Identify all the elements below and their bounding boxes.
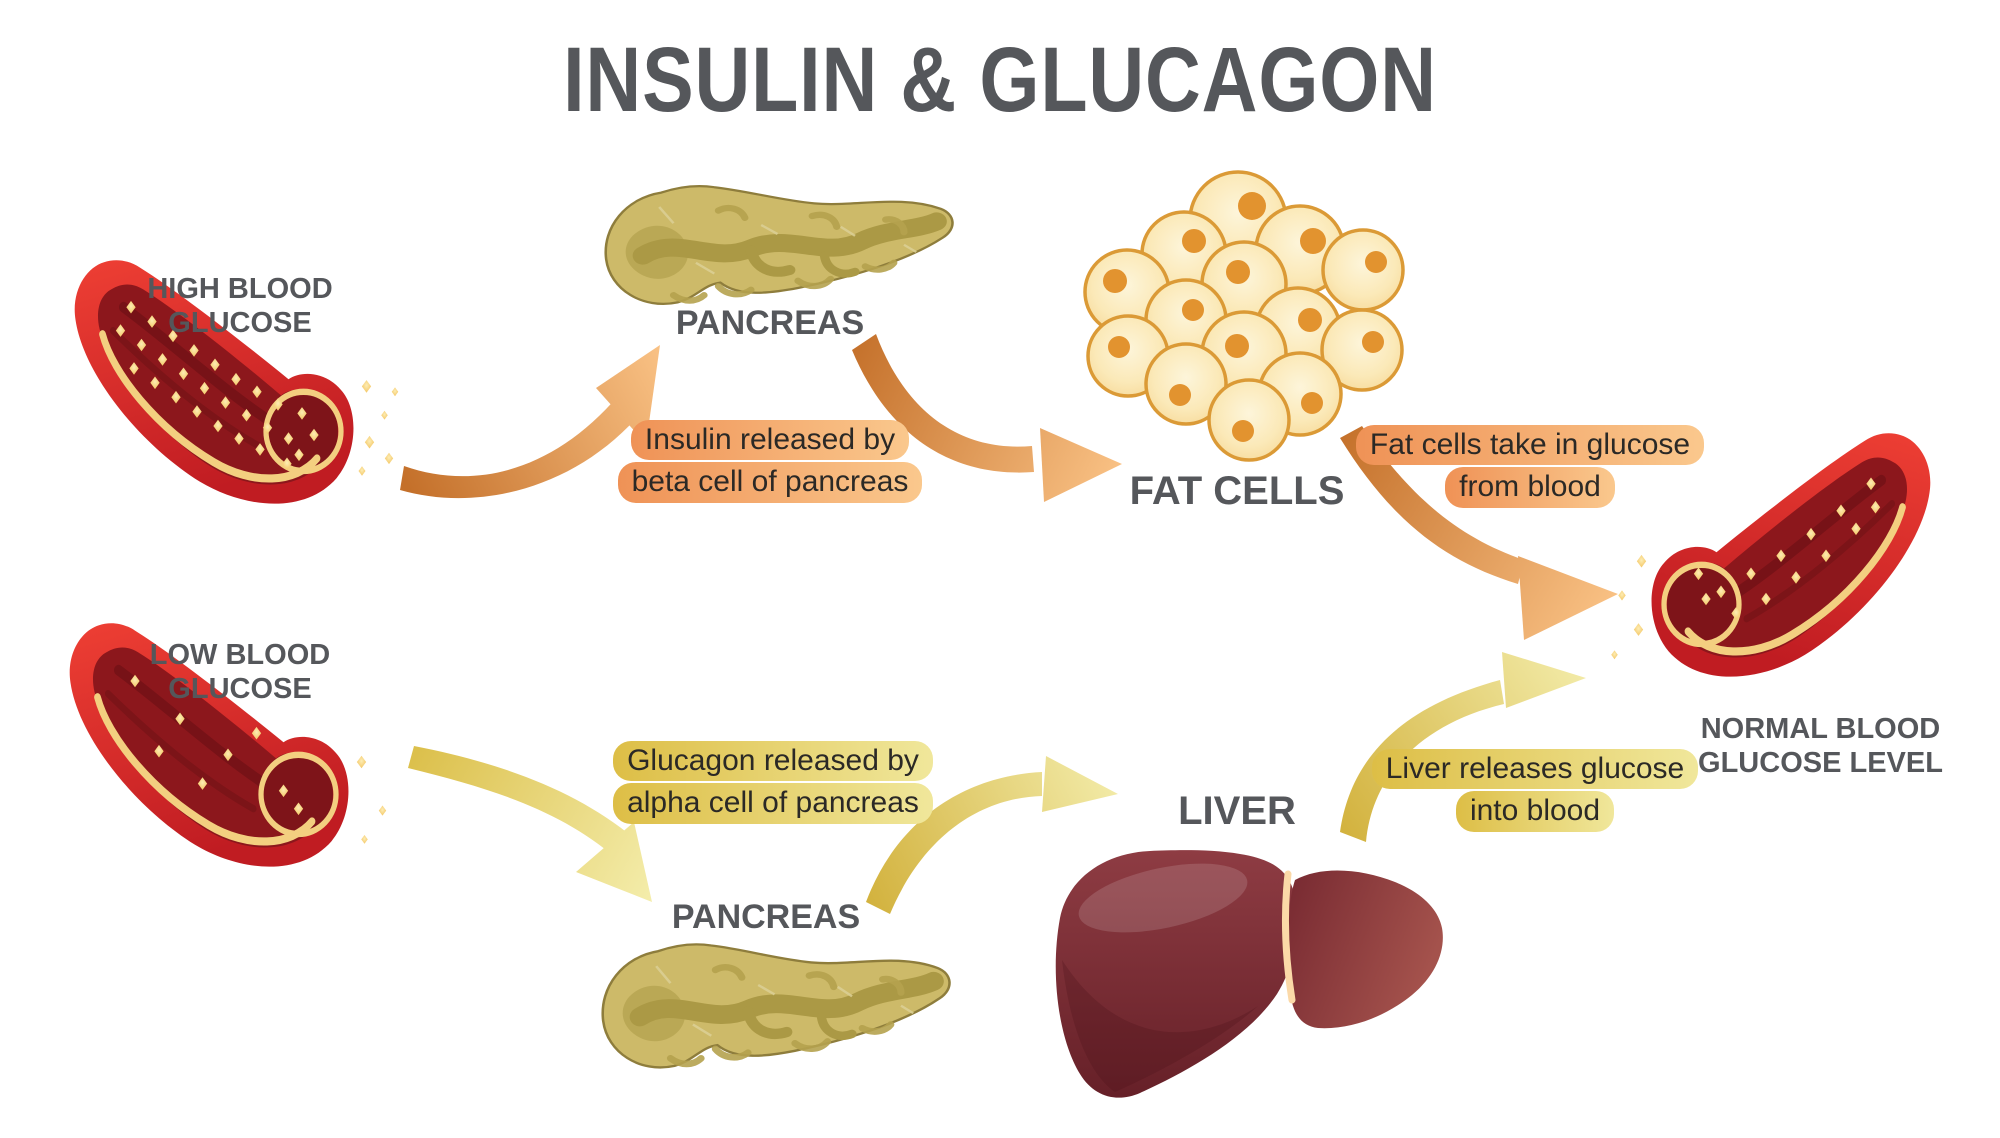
pancreas-top-label: PANCREAS <box>675 304 865 342</box>
normal-blood-glucose-label-line2: GLUCOSE LEVEL <box>1698 747 1943 780</box>
high-blood-glucose-label: HIGH BLOOD GLUCOSE <box>100 272 380 340</box>
insulin-arrow-vessel-to-pancreas <box>400 345 660 499</box>
fat-cells-callout-line1: Fat cells take in glucose <box>1355 425 1705 466</box>
glucagon-arrow-vessel-to-pancreas <box>408 746 652 902</box>
normal-blood-glucose-label: NORMAL BLOOD GLUCOSE LEVEL <box>1668 712 1973 780</box>
insulin-callout-line1: Insulin released by <box>630 420 910 461</box>
fat-cells-callout-line2: from blood <box>1445 467 1615 508</box>
normal-blood-glucose-label-line1: NORMAL BLOOD <box>1700 713 1941 745</box>
low-blood-glucose-label-line2: GLUCOSE <box>168 673 312 706</box>
insulin-callout-line2: beta cell of pancreas <box>617 462 923 503</box>
fat-cells-cluster <box>1083 170 1405 462</box>
glucagon-callout-line1: Glucagon released by <box>613 741 933 782</box>
page-title: INSULIN & GLUCAGON <box>563 29 1437 131</box>
insulin-arrow-fatcells-to-vessel <box>1340 426 1618 640</box>
high-blood-glucose-label-line2: GLUCOSE <box>168 307 312 340</box>
liver-callout: Liver releases glucose into blood <box>1360 747 1710 832</box>
liver-label: LIVER <box>1178 789 1296 833</box>
low-blood-glucose-label-line1: LOW BLOOD <box>149 639 331 671</box>
liver <box>1055 850 1443 1098</box>
fat-cell-nuclei <box>1103 192 1387 442</box>
high-blood-glucose-label-line1: HIGH BLOOD <box>147 273 333 305</box>
pancreas-bottom <box>603 944 950 1067</box>
glucagon-arrow-pancreas-to-liver <box>866 756 1118 914</box>
glucagon-callout-line2: alpha cell of pancreas <box>613 783 933 824</box>
fat-cells-callout: Fat cells take in glucose from blood <box>1350 423 1710 508</box>
liver-callout-line1: Liver releases glucose <box>1371 749 1699 790</box>
insulin-callout: Insulin released by beta cell of pancrea… <box>590 418 950 503</box>
pancreas-top <box>606 186 953 304</box>
pancreas-bottom-label: PANCREAS <box>671 898 861 936</box>
fat-cells-label: FAT CELLS <box>1129 469 1345 513</box>
glucagon-callout: Glucagon released by alpha cell of pancr… <box>588 739 958 824</box>
liver-crease <box>1281 870 1296 1004</box>
liver-callout-line2: into blood <box>1455 791 1615 832</box>
insulin-arrow-pancreas-to-fatcells <box>852 334 1122 502</box>
low-blood-glucose-label: LOW BLOOD GLUCOSE <box>100 638 380 706</box>
